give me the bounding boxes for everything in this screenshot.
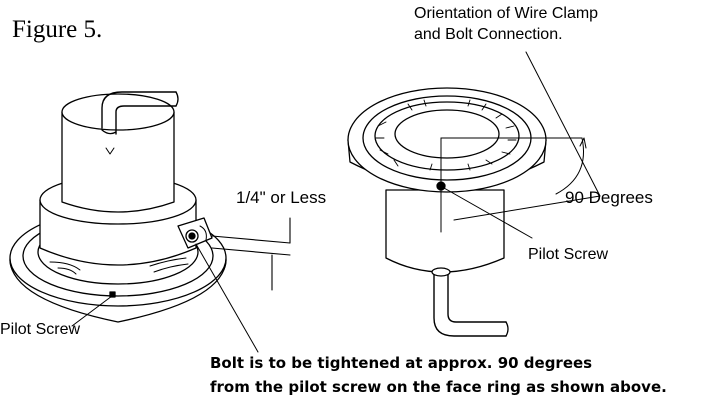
right-face-ring-channel bbox=[375, 102, 519, 170]
label-pilot-screw-right: Pilot Screw bbox=[528, 246, 609, 263]
left-bolt-connection bbox=[178, 218, 212, 248]
left-pilot-screw bbox=[110, 292, 115, 297]
leader-orientation bbox=[526, 52, 600, 196]
leader-bolt-note bbox=[196, 244, 258, 352]
left-upper-cylinder-top bbox=[62, 94, 174, 130]
label-gap: 1/4" or Less bbox=[236, 188, 327, 207]
leader-orientation-2 bbox=[454, 196, 600, 220]
label-orientation-line1: Orientation of Wire Clamp bbox=[414, 5, 599, 22]
left-conduit-end bbox=[176, 92, 178, 106]
label-angle: 90 Degrees bbox=[565, 188, 653, 207]
leader-pilot-screw-left bbox=[72, 296, 112, 326]
left-wire-clamp-1 bbox=[50, 262, 80, 274]
left-conduit-pipe bbox=[102, 92, 176, 134]
note-line1: Bolt is to be tightened at approx. 90 de… bbox=[210, 354, 593, 372]
gap-dimension bbox=[212, 218, 290, 290]
right-opening bbox=[395, 110, 499, 158]
left-wire-clamp-2 bbox=[150, 258, 188, 272]
label-orientation-line2: and Bolt Connection. bbox=[414, 26, 563, 43]
right-conduit-pipe bbox=[434, 272, 506, 336]
left-upper-cylinder bbox=[62, 112, 174, 212]
right-fixture bbox=[348, 88, 546, 336]
right-wire-clamp-detail bbox=[376, 100, 516, 170]
figure-title: Figure 5. bbox=[12, 16, 103, 43]
right-conduit-end bbox=[506, 322, 508, 336]
left-fixture bbox=[10, 92, 226, 322]
left-body-mark bbox=[106, 148, 114, 154]
label-pilot-screw-left: Pilot Screw bbox=[0, 321, 81, 338]
angle-indicator bbox=[441, 138, 586, 232]
note-line2: from the pilot screw on the face ring as… bbox=[210, 378, 667, 396]
left-conduit-bend bbox=[102, 130, 116, 134]
leader-pilot-screw-right bbox=[444, 188, 532, 238]
right-lower-body bbox=[386, 190, 504, 272]
right-conduit-collar bbox=[432, 268, 450, 276]
